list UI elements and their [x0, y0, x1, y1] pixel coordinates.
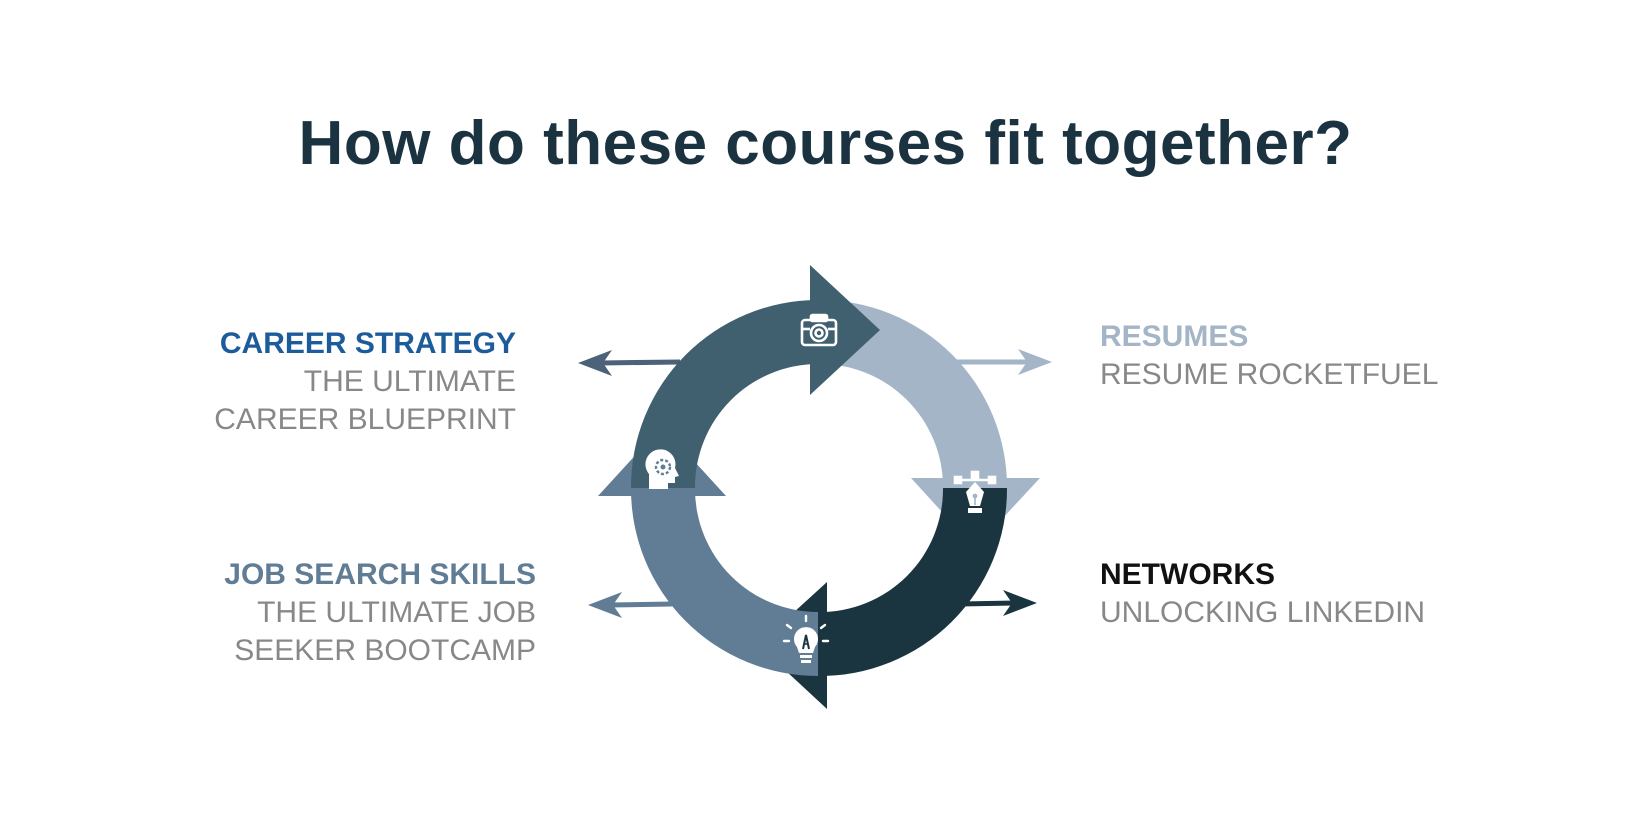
- course-heading: NETWORKS: [1100, 558, 1275, 591]
- connector-jobsearch: [588, 592, 673, 618]
- page-title: How do these courses fit together?: [298, 109, 1353, 178]
- course-career-strategy: CAREER STRATEGY THE ULTIMATE CAREER BLUE…: [150, 325, 516, 439]
- camera-icon: [800, 313, 838, 347]
- course-resumes: RESUMES RESUME ROCKETFUEL: [1100, 318, 1500, 394]
- course-heading: JOB SEARCH SKILLS: [224, 558, 536, 591]
- connector-career: [578, 350, 681, 376]
- pen-tool-icon: [953, 470, 997, 513]
- connector-networks: [959, 590, 1037, 616]
- segment-networks: [818, 488, 1008, 677]
- course-title-line: THE ULTIMATE: [303, 365, 516, 398]
- course-job-search-skills: JOB SEARCH SKILLS THE ULTIMATE JOB SEEKE…: [150, 556, 536, 670]
- lightbulb-icon: [782, 614, 830, 663]
- segment-resumes: [818, 299, 1008, 488]
- course-heading: RESUMES: [1100, 320, 1249, 353]
- course-title-line: RESUME ROCKETFUEL: [1100, 358, 1439, 391]
- course-title-line: THE ULTIMATE JOB: [257, 596, 536, 629]
- segment-career: [630, 300, 818, 488]
- segment-jobsearch: [630, 488, 818, 676]
- arrowhead-career: [810, 265, 880, 395]
- head-gear-icon: [645, 449, 679, 489]
- course-title-line: SEEKER BOOTCAMP: [234, 634, 536, 667]
- connector-resumes: [955, 349, 1052, 375]
- course-heading: CAREER STRATEGY: [219, 327, 516, 360]
- course-networks: NETWORKS UNLOCKING LINKEDIN: [1100, 556, 1500, 632]
- course-title-line: CAREER BLUEPRINT: [214, 403, 516, 436]
- course-title-line: UNLOCKING LINKEDIN: [1100, 596, 1426, 629]
